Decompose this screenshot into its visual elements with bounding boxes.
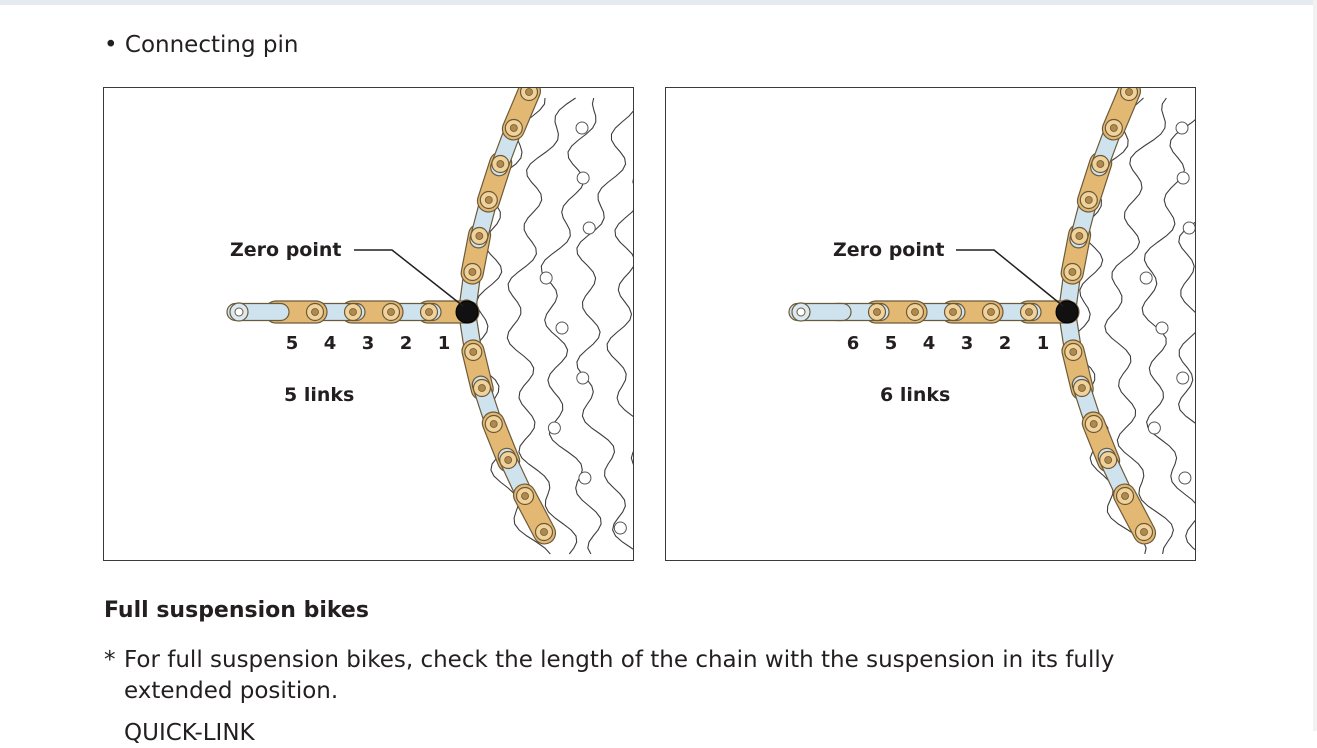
zero-point-pin [1055, 300, 1079, 324]
link-number: 4 [922, 333, 936, 354]
sprocket-hole [1182, 221, 1195, 235]
sprocket-contour [540, 97, 602, 555]
pin [1096, 160, 1105, 168]
sprocket-hole [575, 121, 589, 135]
note-asterisk: * [104, 647, 116, 673]
pin [1075, 232, 1084, 240]
chain-end-pin-hole [234, 307, 244, 317]
chain-illustration-6 [788, 88, 1195, 555]
zero-point-label: Zero point [833, 239, 945, 261]
top-strip [0, 0, 1317, 5]
sprocket-hole [582, 221, 596, 235]
sprocket-hole [1176, 171, 1190, 185]
sprocket-hole [1175, 121, 1189, 135]
sprocket-hole [547, 421, 561, 435]
pin [873, 308, 881, 316]
pin [1069, 348, 1078, 356]
chain-end-pin-hole [796, 307, 806, 317]
link-number: 1 [1036, 333, 1050, 354]
pin [1109, 124, 1118, 132]
zero-point-leader-line [956, 249, 1064, 307]
sprocket-hole [555, 321, 569, 335]
zero-point-pin [455, 300, 479, 324]
pin [504, 456, 513, 464]
pin [1068, 268, 1077, 276]
pin [1089, 420, 1098, 428]
link-number: 2 [399, 333, 413, 354]
sprocket-contour [1104, 97, 1174, 555]
pin [521, 492, 529, 500]
section-bullet-heading: • Connecting pin [104, 30, 298, 60]
chain-illustration-5 [226, 88, 633, 555]
pin [1140, 528, 1148, 536]
link-number: 3 [361, 333, 375, 354]
pin [496, 160, 505, 168]
sprocket-hole [578, 471, 592, 485]
pin [425, 308, 433, 316]
sprocket-hole [1178, 471, 1192, 485]
pin [311, 308, 319, 316]
pin [911, 308, 919, 316]
pin [468, 268, 477, 276]
truncated-next-line: QUICK-LINK [124, 720, 255, 746]
sprocket-contour [1141, 119, 1195, 551]
note-text: For full suspension bikes, check the len… [124, 647, 1115, 704]
sprocket-hole [1176, 371, 1190, 385]
pin [525, 88, 533, 96]
link-number: 1 [437, 333, 451, 354]
pin [1125, 88, 1133, 96]
sprocket-contour [606, 178, 633, 465]
links-count-label: 5 links [284, 384, 355, 406]
sprocket-hole [576, 371, 590, 385]
link-number: 4 [323, 333, 337, 354]
chain-figure-6-links: Zero point 6 5 4 3 2 1 6 links [665, 87, 1196, 561]
pin [1104, 456, 1113, 464]
page-heading: Connecting pin [124, 32, 299, 58]
pin [349, 308, 357, 316]
link-number: 3 [960, 333, 974, 354]
pin [484, 196, 493, 204]
pin [1084, 196, 1093, 204]
sprocket-hole [613, 521, 627, 535]
outer-plate [1112, 483, 1157, 545]
outer-plate [512, 483, 557, 545]
sprocket-hole [1147, 421, 1161, 435]
sprocket-contour [1178, 221, 1195, 424]
sprocket-hole [539, 271, 553, 285]
right-edge [1313, 0, 1317, 731]
sprocket-contour [506, 97, 578, 555]
pin [1025, 308, 1033, 316]
link-number: 2 [998, 333, 1012, 354]
pin [987, 308, 995, 316]
pin [540, 528, 548, 536]
sprocket-hole [576, 171, 590, 185]
chain-figure-5-links: Zero point 5 4 3 2 1 5 links [103, 87, 634, 561]
pin [1078, 384, 1086, 392]
note-paragraph: * For full suspension bikes, check the l… [104, 645, 1214, 707]
links-count-label: 6 links [880, 384, 951, 406]
bullet: • [104, 32, 118, 58]
sprocket-contour [576, 110, 633, 550]
pin [478, 384, 486, 392]
pin [949, 308, 957, 316]
sprocket-hole [1155, 321, 1169, 335]
link-number: 5 [285, 333, 299, 354]
link-number: 6 [846, 333, 860, 354]
zero-point-leader-line [354, 249, 464, 307]
link-number: 5 [884, 333, 898, 354]
pin [475, 232, 484, 240]
section-heading: Full suspension bikes [104, 598, 369, 623]
pin [489, 420, 498, 428]
pin [1121, 492, 1129, 500]
pin [387, 308, 395, 316]
zero-point-label: Zero point [230, 239, 342, 261]
pin [509, 124, 518, 132]
sprocket-hole [1139, 271, 1153, 285]
pin [469, 348, 478, 356]
